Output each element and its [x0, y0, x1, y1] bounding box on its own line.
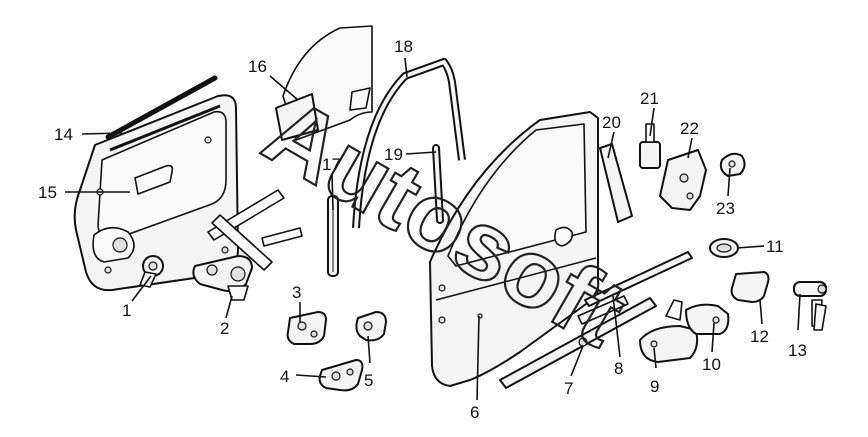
door-latch-part — [659, 149, 707, 211]
glass-run-channel-part — [352, 58, 466, 229]
sash-trim-part — [599, 143, 633, 223]
belt-molding-part — [577, 251, 693, 325]
callout-13: 13 — [788, 341, 807, 360]
outer-handle-part — [639, 325, 699, 363]
window-regulator-part — [192, 189, 303, 301]
callout-7: 7 — [564, 379, 573, 398]
callout-14: 14 — [54, 125, 73, 144]
window-crank-handle-part — [139, 255, 164, 288]
callout-2: 2 — [220, 319, 229, 338]
handle-grommet-part — [709, 238, 739, 258]
callout-16: 16 — [248, 57, 267, 76]
callout-5: 5 — [364, 371, 373, 390]
door-striker-part — [719, 152, 746, 177]
callout-19: 19 — [384, 145, 403, 164]
callout-10: 10 — [702, 355, 721, 374]
lower-molding-part — [499, 297, 657, 389]
callout-4: 4 — [280, 367, 289, 386]
callout-9: 9 — [650, 377, 659, 396]
callout-21: 21 — [640, 89, 659, 108]
callout-15: 15 — [38, 183, 57, 202]
door-glass-part — [275, 25, 373, 141]
callout-1: 1 — [122, 301, 131, 320]
leader-lines — [65, 57, 801, 401]
door-check-part — [355, 311, 387, 342]
callout-22: 22 — [680, 119, 699, 138]
door-trim-panel-part — [73, 94, 239, 292]
callout-20: 20 — [602, 113, 621, 132]
callout-18: 18 — [394, 37, 413, 56]
upper-hinge-part — [286, 311, 327, 345]
door-shell-part — [429, 111, 600, 387]
front-glass-channel-part — [432, 144, 444, 224]
outside-mirror-part — [665, 299, 730, 335]
callout-23: 23 — [716, 199, 735, 218]
belt-weatherstrip-part — [105, 75, 218, 140]
lock-cylinder-part — [793, 281, 827, 331]
callout-labels: 1 2 3 4 5 6 7 8 9 10 11 12 13 14 15 16 1… — [38, 37, 807, 422]
lower-hinge-part — [318, 359, 364, 392]
callout-6: 6 — [470, 403, 479, 422]
callout-8: 8 — [614, 359, 623, 378]
callout-12: 12 — [750, 327, 769, 346]
callout-3: 3 — [292, 283, 301, 302]
callout-11: 11 — [766, 237, 784, 256]
mirror-glass-part — [730, 271, 770, 303]
callout-17: 17 — [322, 155, 341, 174]
